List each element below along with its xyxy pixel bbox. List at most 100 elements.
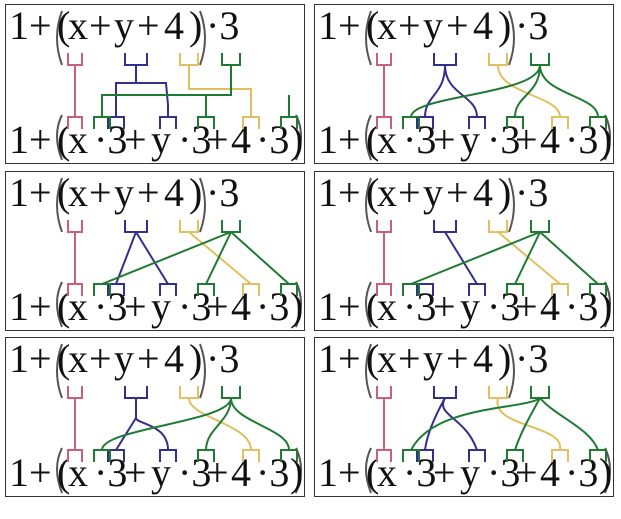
- top-expression-token: ): [189, 172, 202, 215]
- bottom-expression-token: (: [366, 450, 379, 495]
- top-expression-token: +: [446, 172, 469, 215]
- bottom-expression-token: +: [515, 284, 538, 329]
- bottom-expression-token: (: [57, 284, 70, 329]
- top-open-paren: [365, 10, 372, 66]
- expression-diagram: 1+(x+y+4)·31+(x·3+y·3+4·3): [318, 5, 612, 162]
- top-expression-token: +: [137, 172, 160, 215]
- top-expression-token: 4: [473, 5, 493, 48]
- bottom-expression-token: 1+: [9, 284, 52, 329]
- bottom-expression-token: ·3: [178, 284, 211, 329]
- bracket-xy-top: [433, 53, 457, 66]
- bottom-expression-token: x: [377, 284, 397, 329]
- bracket-three-top: [221, 53, 241, 66]
- top-expression-token: 4: [164, 338, 184, 381]
- edge-three: [410, 231, 599, 285]
- top-expression-token: 1+: [318, 5, 361, 48]
- bottom-expression-token: ·3: [178, 117, 211, 162]
- bracket-three-top: [530, 386, 550, 399]
- edge-three: [101, 231, 290, 285]
- bottom-expression-token: 4: [540, 117, 560, 162]
- bracket-one-top: [67, 220, 83, 233]
- top-expression-token: ·3: [515, 338, 548, 381]
- top-expression-token: (: [366, 5, 379, 48]
- edge-four: [497, 231, 561, 285]
- top-expression-token: x: [68, 172, 88, 215]
- top-close-paren: [508, 343, 515, 399]
- bracket-four-top: [179, 53, 199, 66]
- bottom-expression-token: +: [515, 450, 538, 495]
- bottom-expression-token: +: [206, 450, 229, 495]
- edge-four: [497, 64, 561, 118]
- bottom-expression-token: y: [151, 117, 171, 162]
- edge-xy: [444, 231, 478, 285]
- bracket-three-top: [530, 220, 550, 233]
- bottom-expression-token: (: [366, 117, 379, 162]
- bracket-four-top: [488, 386, 508, 399]
- bottom-expression-token: ·3: [256, 117, 289, 162]
- bottom-expression-token: ·3: [256, 450, 289, 495]
- bottom-expression-token: y: [460, 450, 480, 495]
- top-expression-token: (: [57, 338, 70, 381]
- bottom-expression-token: 4: [231, 117, 251, 162]
- bracket-three-top: [530, 53, 550, 66]
- top-expression-token: ·3: [515, 5, 548, 48]
- top-expression-token: +: [89, 5, 112, 48]
- bottom-expression-token: ·3: [565, 284, 598, 329]
- bottom-expression-token: (: [366, 284, 379, 329]
- top-expression-token: ·3: [206, 172, 239, 215]
- expression-diagram: 1+(x+y+4)·31+(x·3+y·3+4·3): [318, 172, 612, 329]
- top-open-paren: [56, 177, 63, 233]
- bracket-three-top: [221, 220, 241, 233]
- bottom-expression-token: +: [515, 117, 538, 162]
- bottom-expression-token: +: [124, 284, 147, 329]
- expression-diagram: 1+(x+y+4)·31+(x·3+y·3+4·3): [318, 338, 612, 495]
- bottom-expression-token: 1+: [9, 117, 52, 162]
- top-expression-token: y: [423, 338, 443, 381]
- bottom-expression-token: ·3: [487, 117, 520, 162]
- bracket-xy-top: [433, 386, 457, 399]
- bottom-expression-token: ): [599, 450, 612, 495]
- bottom-expression-token: 1+: [318, 450, 361, 495]
- bracket-one-top: [376, 386, 392, 399]
- bottom-expression-token: y: [460, 117, 480, 162]
- bottom-expression-token: 4: [540, 450, 560, 495]
- bracket-one-top: [376, 53, 392, 66]
- edge-three: [101, 65, 290, 117]
- edge-xy: [424, 64, 478, 118]
- top-expression-token: ·3: [206, 338, 239, 381]
- bottom-expression-token: x: [377, 117, 397, 162]
- top-open-paren: [56, 10, 63, 66]
- top-expression-token: 1+: [318, 172, 361, 215]
- top-expression-token: ): [498, 172, 511, 215]
- edge-three: [410, 64, 599, 118]
- top-expression-token: y: [114, 172, 134, 215]
- top-expression-token: +: [89, 338, 112, 381]
- top-expression-token: x: [377, 172, 397, 215]
- top-close-paren: [199, 10, 206, 66]
- top-expression-token: 4: [473, 172, 493, 215]
- top-expression-token: 4: [164, 5, 184, 48]
- bottom-expression-token: ): [290, 284, 303, 329]
- bottom-expression-token: +: [124, 117, 147, 162]
- bracket-x-bottom: [416, 283, 434, 296]
- top-expression-token: ): [189, 5, 202, 48]
- top-expression-token: ·3: [206, 5, 239, 48]
- bracket-four-top: [179, 386, 199, 399]
- top-expression-token: x: [68, 338, 88, 381]
- top-expression-token: x: [377, 338, 397, 381]
- top-expression-token: y: [423, 172, 443, 215]
- top-expression-token: ): [189, 338, 202, 381]
- bottom-expression-token: y: [460, 284, 480, 329]
- top-expression-token: +: [446, 338, 469, 381]
- bottom-expression-token: +: [433, 117, 456, 162]
- bottom-expression-token: +: [206, 117, 229, 162]
- bottom-expression-token: y: [151, 450, 171, 495]
- top-expression-token: +: [137, 5, 160, 48]
- bottom-expression-token: 1+: [318, 284, 361, 329]
- top-expression-token: (: [366, 338, 379, 381]
- bottom-expression-token: 4: [540, 284, 560, 329]
- bottom-open-paren: [56, 447, 63, 494]
- bracket-four-top: [488, 220, 508, 233]
